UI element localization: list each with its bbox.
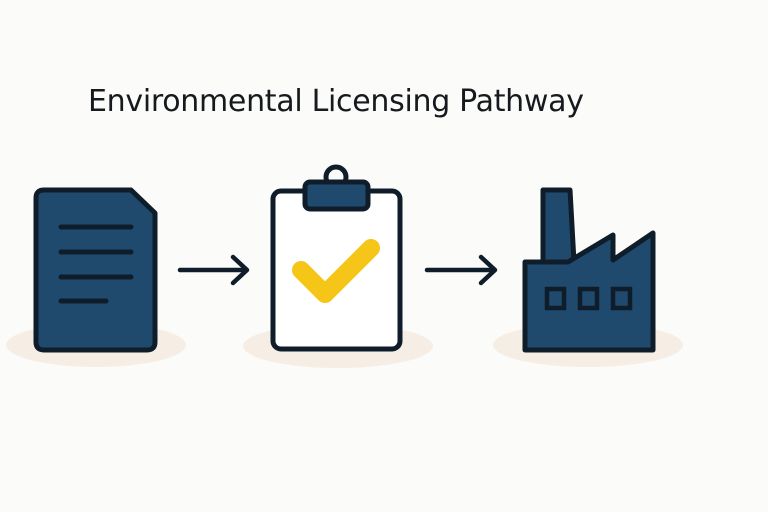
- factory-window: [577, 286, 600, 311]
- clipboard-check-icon: [270, 164, 403, 352]
- arrow-right-icon: [424, 254, 498, 286]
- diagram-title: Environmental Licensing Pathway: [88, 84, 584, 119]
- factory-window: [610, 286, 633, 311]
- checkmark-icon: [292, 239, 380, 303]
- arrow-right-icon: [177, 254, 250, 286]
- factory-window: [544, 286, 567, 311]
- document-icon: [33, 187, 158, 353]
- factory-icon: [522, 187, 656, 353]
